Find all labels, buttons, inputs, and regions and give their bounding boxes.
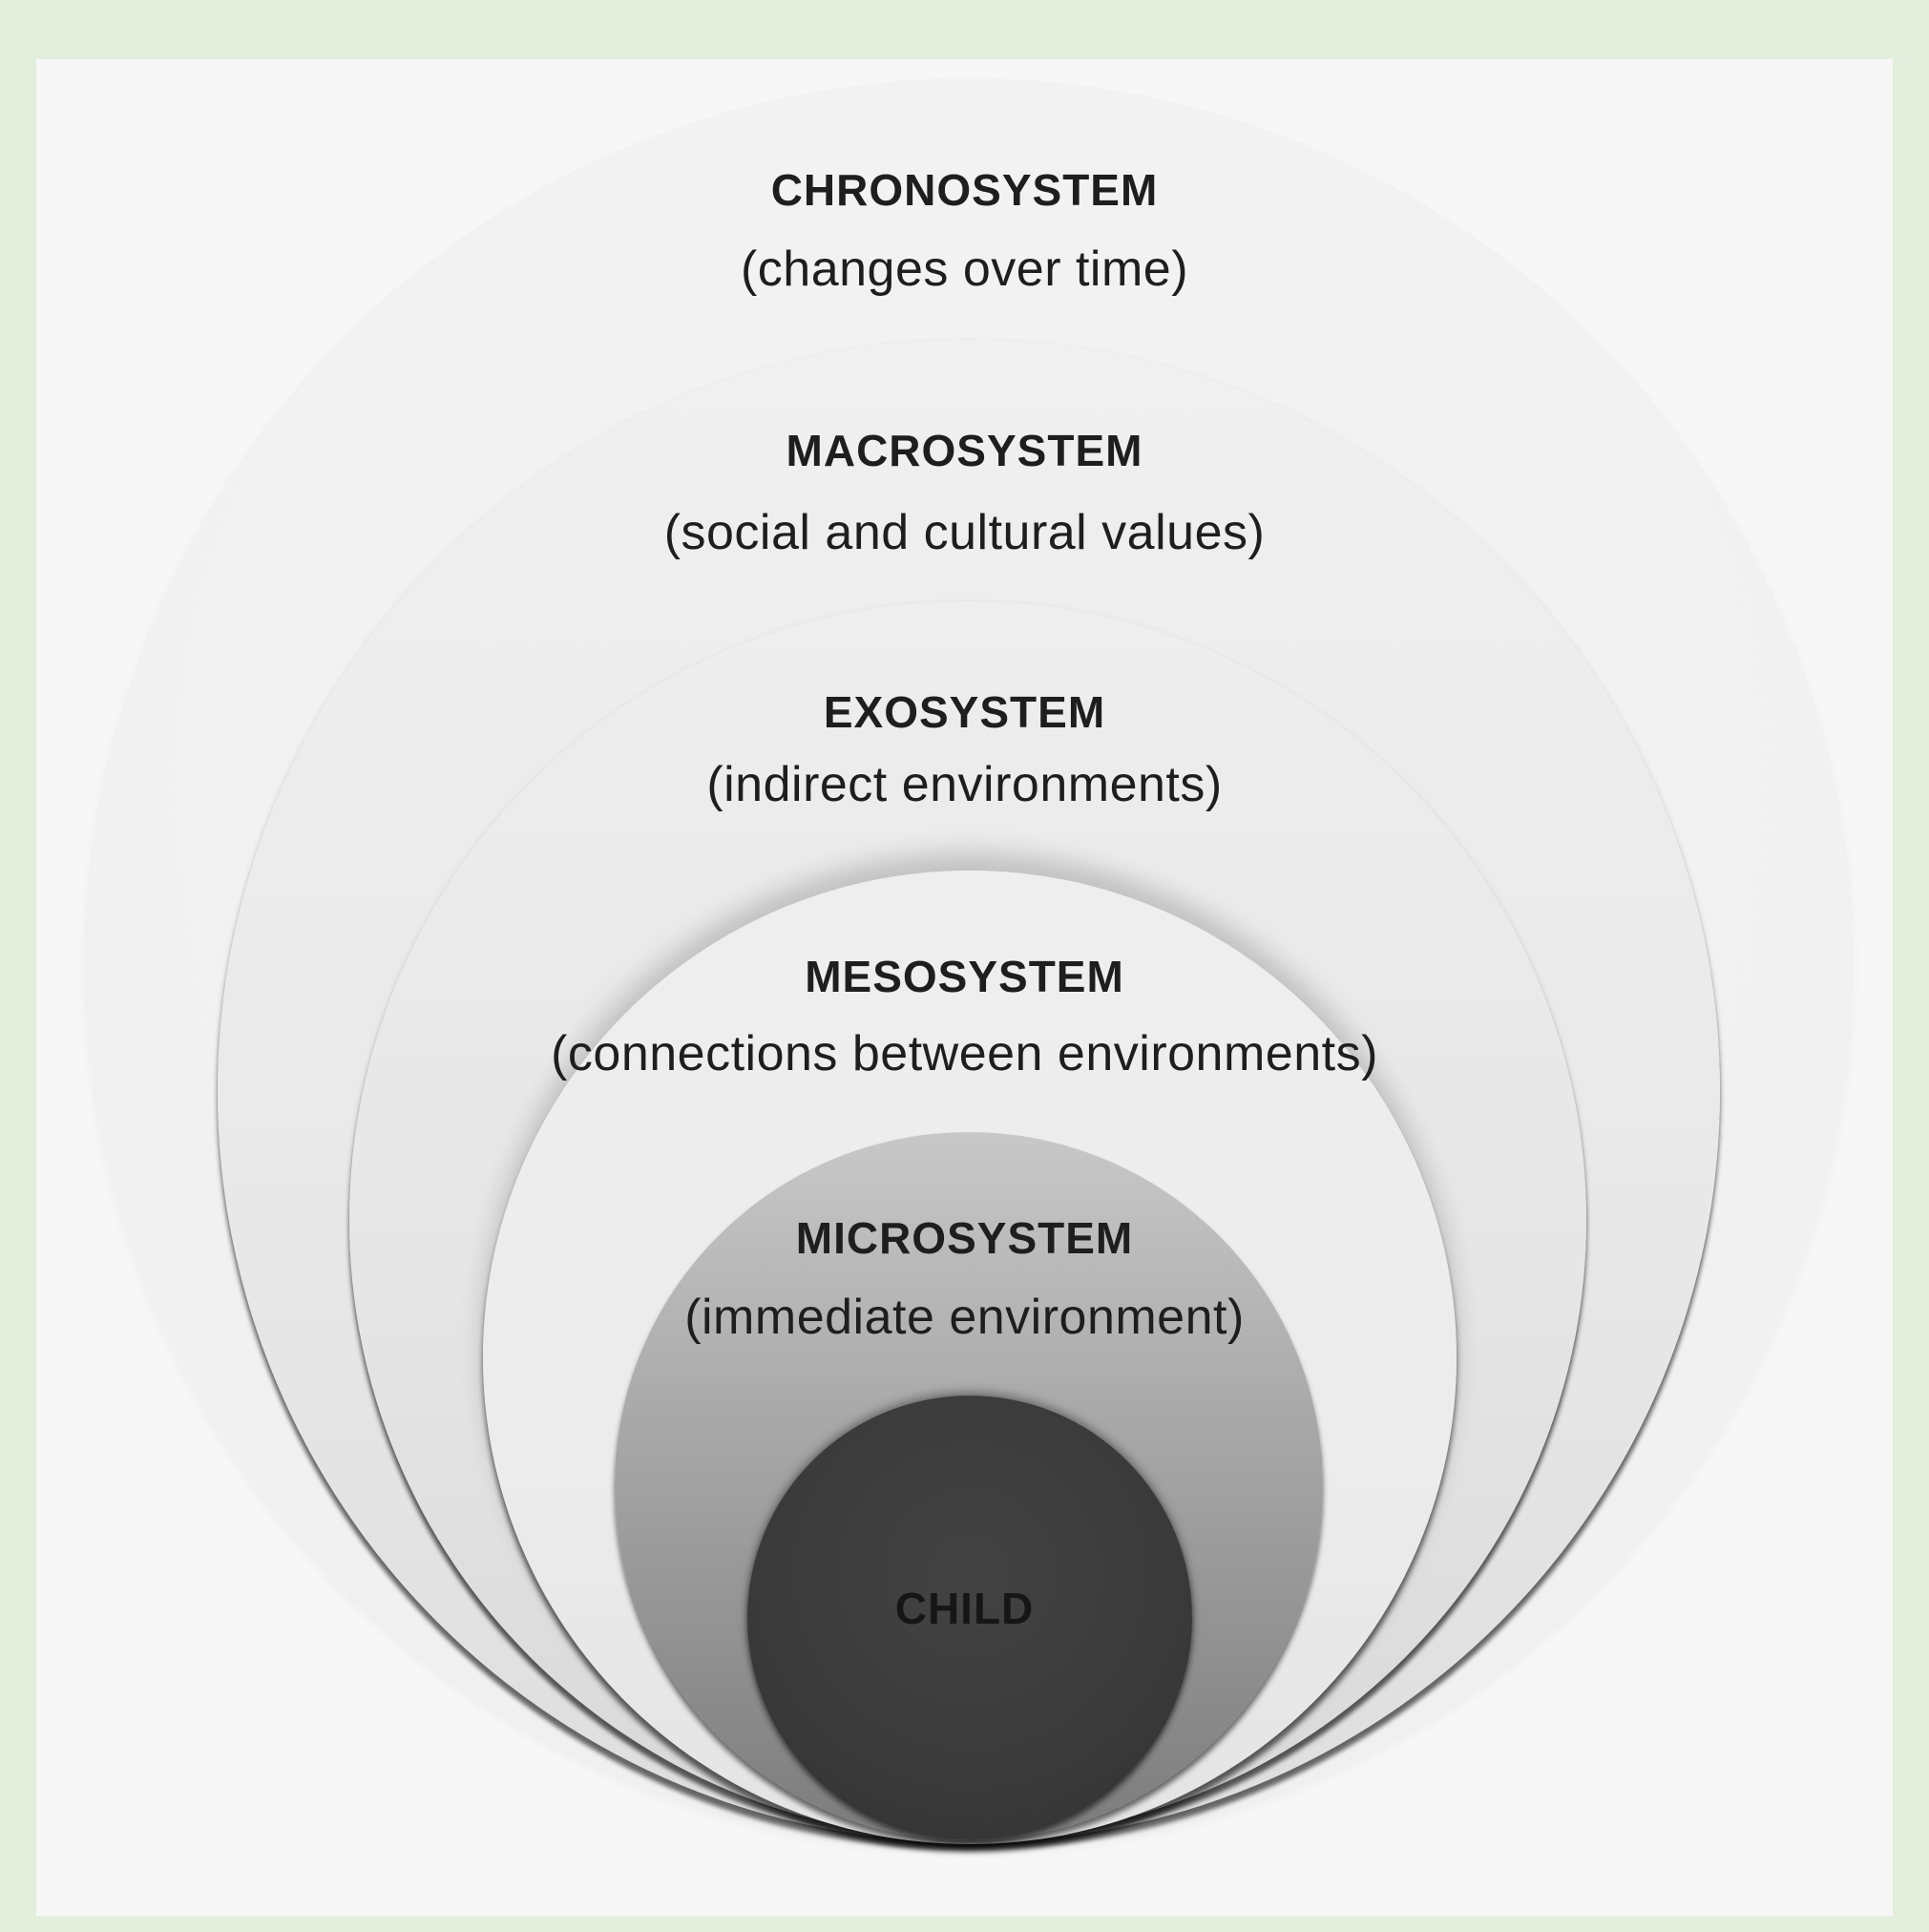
child-label: CHILD (894, 1584, 1035, 1633)
microsystem-title: MICROSYSTEM (795, 1213, 1134, 1263)
microsystem-description: (immediate environment) (684, 1290, 1245, 1345)
ecological-systems-diagram: CHRONOSYSTEM (changes over time) MACROSY… (36, 59, 1893, 1916)
exosystem-description: (indirect environments) (706, 757, 1223, 812)
child-circle (747, 1396, 1192, 1840)
mesosystem-description: (connections between environments) (551, 1026, 1378, 1082)
chronosystem-title: CHRONOSYSTEM (770, 165, 1159, 215)
macrosystem-title: MACROSYSTEM (786, 426, 1143, 475)
mesosystem-title: MESOSYSTEM (805, 952, 1124, 1001)
macrosystem-description: (social and cultural values) (663, 505, 1266, 560)
exosystem-title: EXOSYSTEM (823, 687, 1106, 737)
chronosystem-description: (changes over time) (740, 242, 1189, 297)
